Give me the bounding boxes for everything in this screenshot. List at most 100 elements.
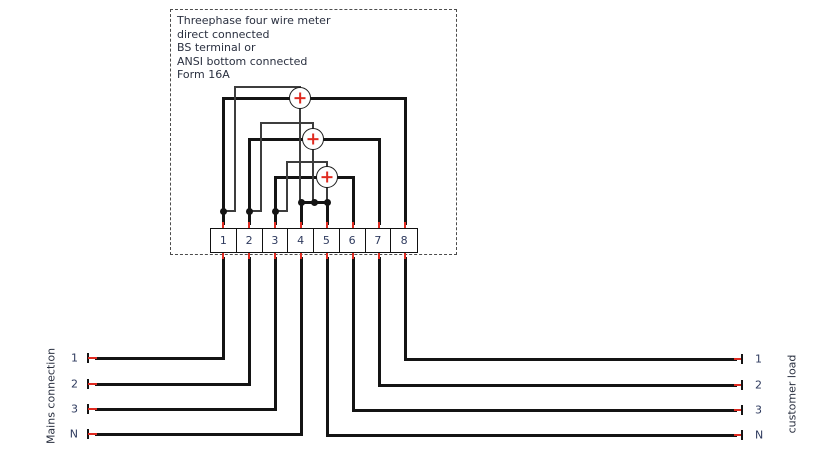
meter-description-line5: Form 16A bbox=[177, 68, 230, 81]
terminal4-tick-top bbox=[300, 222, 302, 229]
terminal-2: 2 bbox=[236, 229, 263, 252]
load-lineN-run bbox=[325, 433, 737, 437]
voltage-tap2-stub bbox=[248, 210, 262, 212]
mains-N-end-tick bbox=[87, 429, 89, 439]
terminal-6: 6 bbox=[339, 229, 366, 252]
neutral-link-dot-mid bbox=[310, 198, 318, 206]
load-N-end-tick bbox=[741, 430, 743, 440]
mains-line2-run bbox=[94, 382, 251, 386]
terminal8-tick-bottom bbox=[404, 252, 406, 259]
meter-description-line1: Threephase four wire meter bbox=[177, 14, 331, 27]
tap-junction-dot-2 bbox=[245, 207, 253, 215]
tap-junction-dot-1 bbox=[219, 207, 227, 215]
meter-description-line4: ANSI bottom connected bbox=[177, 54, 308, 68]
neutral-link-dot-left bbox=[297, 198, 305, 206]
terminal5-tick-bottom bbox=[326, 252, 328, 259]
mains-1-end-tick bbox=[87, 353, 89, 363]
terminal4-down bbox=[299, 256, 303, 436]
load-1-end-tick bbox=[741, 354, 743, 364]
customer-load-label: customer load bbox=[785, 354, 799, 434]
load-line-label-3: 3 bbox=[755, 403, 762, 417]
mains-N-end-red bbox=[88, 433, 97, 435]
terminal6-tick-bottom bbox=[352, 252, 354, 259]
terminal7-tick-bottom bbox=[378, 252, 380, 259]
load-line-label-N: N bbox=[755, 428, 764, 442]
load-2-end-red bbox=[734, 384, 743, 386]
mains-connection-label: Mains connection bbox=[44, 347, 58, 445]
phase3-riser-terminal3 bbox=[273, 175, 277, 225]
neutral-riser-terminal4 bbox=[299, 200, 303, 225]
load-3-end-tick bbox=[741, 405, 743, 415]
load-N-end-red bbox=[734, 434, 743, 436]
voltage-coil1-drop bbox=[299, 86, 301, 203]
meter-element-2-cross-v bbox=[312, 133, 314, 145]
terminal1-down bbox=[221, 256, 225, 360]
neutral-riser-terminal5 bbox=[325, 200, 329, 225]
meter-description-line2: direct connected bbox=[177, 27, 270, 41]
voltage-tap3-top bbox=[286, 161, 328, 163]
meter-description-line3: BS terminal or bbox=[177, 41, 256, 54]
terminal8-down bbox=[403, 256, 407, 361]
voltage-tap2-riser bbox=[260, 122, 262, 212]
voltage-tap3-stub bbox=[274, 210, 288, 212]
load-1-end-red bbox=[734, 358, 743, 360]
terminal8-tick-top bbox=[404, 222, 406, 229]
phase2-riser-terminal7 bbox=[377, 137, 381, 225]
terminal4-tick-bottom bbox=[300, 252, 302, 259]
mains-2-end-red bbox=[88, 383, 97, 385]
terminal-4: 4 bbox=[288, 229, 314, 252]
voltage-tap2-top bbox=[260, 122, 314, 124]
mains-line-label-3: 3 bbox=[71, 402, 78, 416]
mains-line-label-1: 1 bbox=[71, 351, 78, 365]
terminal-5: 5 bbox=[314, 229, 340, 252]
phase3-top-run bbox=[273, 175, 355, 179]
phase1-riser-terminal1 bbox=[221, 96, 225, 225]
meter-boundary-box bbox=[170, 9, 457, 255]
phase1-riser-terminal8 bbox=[403, 96, 407, 225]
meter-element-1 bbox=[289, 87, 311, 109]
meter-element-3 bbox=[316, 166, 338, 188]
terminal1-tick-top bbox=[222, 222, 224, 229]
mains-2-end-tick bbox=[87, 379, 89, 389]
terminal-3: 3 bbox=[262, 229, 289, 252]
terminal2-tick-top bbox=[248, 222, 250, 229]
terminal-8: 8 bbox=[391, 229, 417, 252]
terminal5-down bbox=[325, 256, 329, 437]
load-line-label-2: 2 bbox=[755, 378, 762, 392]
terminal1-tick-bottom bbox=[222, 252, 224, 259]
voltage-tap1-top bbox=[234, 86, 301, 88]
terminal3-tick-top bbox=[274, 222, 276, 229]
neutral-link-dot-right bbox=[323, 198, 331, 206]
meter-element-2 bbox=[302, 128, 324, 150]
terminal7-down bbox=[377, 256, 381, 387]
phase3-riser-terminal6 bbox=[351, 175, 355, 225]
mains-3-end-red bbox=[88, 408, 97, 410]
terminal2-down bbox=[247, 256, 251, 386]
terminal2-tick-bottom bbox=[248, 252, 250, 259]
mains-line1-run bbox=[94, 356, 225, 360]
voltage-tap3-riser bbox=[286, 161, 288, 212]
load-2-end-tick bbox=[741, 380, 743, 390]
mains-line-label-N: N bbox=[69, 427, 78, 441]
load-line-label-1: 1 bbox=[755, 352, 762, 366]
meter-element-3-cross-v bbox=[326, 171, 328, 183]
terminal7-tick-top bbox=[378, 222, 380, 229]
phase2-riser-terminal2 bbox=[247, 137, 251, 225]
meter-description: Threephase four wire meter direct connec… bbox=[177, 14, 330, 82]
mains-line3-run bbox=[94, 407, 277, 411]
terminal6-tick-top bbox=[352, 222, 354, 229]
terminal-7: 7 bbox=[365, 229, 392, 252]
terminal6-down bbox=[351, 256, 355, 412]
mains-3-end-tick bbox=[87, 404, 89, 414]
load-line2-run bbox=[377, 383, 737, 387]
meter-element-1-cross-v bbox=[299, 92, 301, 104]
mains-lineN-run bbox=[94, 432, 303, 436]
mains-1-end-red bbox=[88, 357, 97, 359]
voltage-tap1-stub bbox=[222, 210, 236, 212]
terminal-1: 1 bbox=[211, 229, 237, 252]
terminal3-down bbox=[273, 256, 277, 411]
terminal3-tick-bottom bbox=[274, 252, 276, 259]
